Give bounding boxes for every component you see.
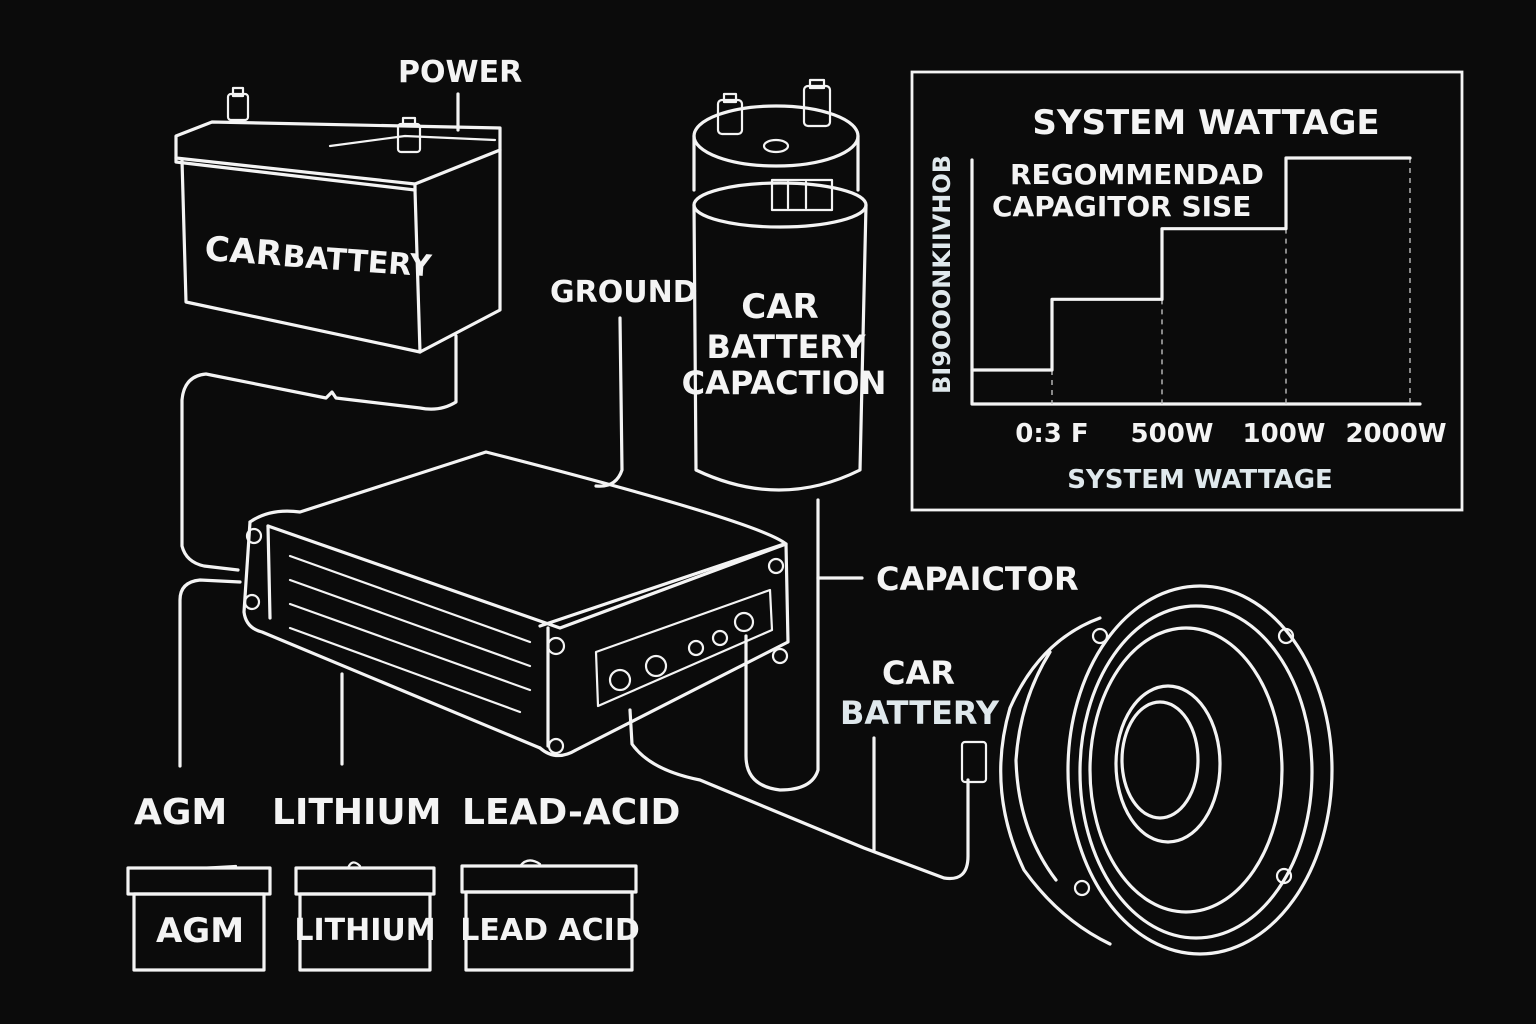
car-label: CAR [882, 654, 955, 692]
type-heading-lead-acid: LEAD-ACID [462, 792, 680, 833]
chart-tick-label: 500W [1131, 419, 1214, 449]
car-battery: CAR BATTERY [174, 86, 502, 354]
capacitor-body-line1: CAR [741, 287, 818, 327]
ground-label: GROUND [550, 275, 698, 310]
capacitor-body-line2: BATTERY [707, 328, 867, 366]
capacitor-terminal-right [802, 84, 832, 128]
battery-box-lithium-label: LITHIUM [294, 913, 435, 948]
speaker-terminal [960, 740, 988, 784]
capacitor-display [770, 178, 834, 212]
battery-box-agm-label: AGM [156, 911, 244, 951]
chart-xlabel: SYSTEM WATTAGE [1067, 465, 1333, 495]
chart-title: SYSTEM WATTAGE [1032, 103, 1379, 143]
wattage-chart: SYSTEM WATTAGE REGOMMENDAD CAPAGITOR SIS… [910, 70, 1464, 512]
battery-box-lead-acid: LEAD ACID [460, 859, 640, 972]
chart-frame [910, 70, 1464, 512]
battery-terminal-negative [396, 122, 422, 154]
battery-terminal-positive [226, 92, 250, 122]
chart-axes [970, 158, 1422, 406]
type-heading-lithium: LITHIUM [272, 792, 441, 833]
capacitor-label: CAPAICTOR [876, 560, 1079, 598]
amplifier-knob-1 [608, 668, 632, 692]
agm-wire [178, 578, 242, 768]
speaker-wire [628, 708, 970, 881]
chart-tick-label: 100W [1243, 419, 1326, 449]
chart-step-line [970, 156, 1412, 372]
power-label: POWER [398, 55, 522, 90]
power-wire [180, 334, 458, 572]
capacitor-body-line3: CAPACTION [682, 364, 887, 402]
chart-tick-label: 2000W [1345, 419, 1446, 449]
speaker [960, 584, 1334, 956]
battery-box-lead-acid-label: LEAD ACID [460, 913, 639, 948]
capacitor-terminal-left [716, 98, 744, 136]
chart-annotation-line2: CAPAGITOR SISE [992, 190, 1251, 223]
amplifier-knob-2 [644, 654, 668, 678]
amplifier-knob-3 [733, 611, 755, 633]
battery-box-lithium: LITHIUM [294, 861, 436, 972]
chart-marks [970, 156, 1412, 404]
battery-label-line1: CAR [203, 229, 283, 274]
chart-annotation-line1: REGOMMENDAD [1010, 158, 1264, 191]
capacitor-wire [744, 498, 820, 792]
battery-box-agm: AGM [126, 864, 272, 972]
chart-ticks: 0:3 F 500W 100W 2000W [1015, 419, 1446, 449]
capacitor: CAR BATTERY CAPACTION [682, 78, 887, 492]
chart-tick-label: 0:3 F [1015, 419, 1088, 449]
amplifier [242, 450, 790, 758]
battery-label-line2: BATTERY [281, 239, 433, 284]
amplifier-control-panel [594, 588, 774, 708]
battery-label: BATTERY [840, 694, 1000, 732]
type-heading-agm: AGM [134, 792, 227, 833]
chart-ylabel: BI9OOONKIIVHOB [928, 155, 956, 394]
